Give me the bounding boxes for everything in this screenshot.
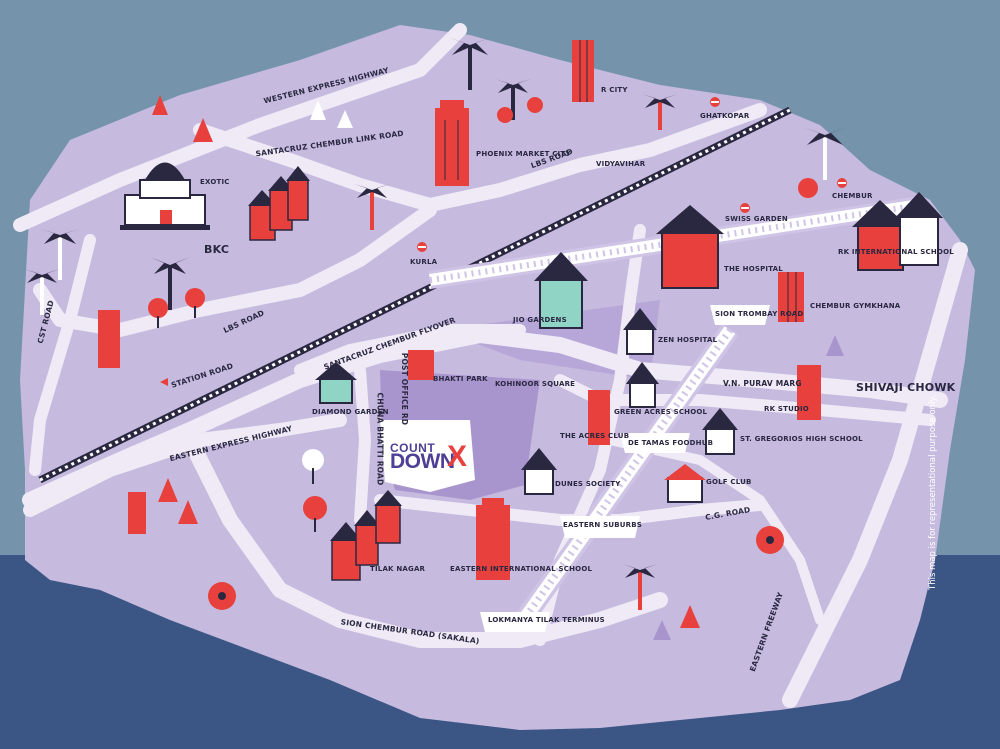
railway-monorail	[511, 324, 739, 631]
metro-marker-chembur[interactable]	[837, 178, 847, 188]
place-label-exotic[interactable]: Exotic	[200, 178, 230, 186]
place-label-kohinoor[interactable]: Kohinoor Square	[495, 380, 576, 388]
tree-icons	[148, 95, 844, 640]
label-plates	[380, 305, 770, 632]
road-vn-purav	[554, 374, 936, 426]
metro-marker-ghatkopar[interactable]	[710, 97, 720, 107]
road-flyover	[294, 324, 526, 376]
place-label-acres-club[interactable]: The Acres Club	[560, 432, 630, 440]
place-label-eastern-suburbs[interactable]: Eastern Suburbs	[563, 521, 642, 529]
place-label-shivaji-chowk[interactable]: Shivaji Chowk	[856, 381, 956, 394]
brand-x-mark: X	[447, 440, 468, 473]
place-label-rk-studio[interactable]: RK Studio	[764, 405, 809, 413]
metro-marker-swiss[interactable]	[740, 203, 750, 213]
place-label-chembur-gymkhana[interactable]: Chembur Gymkhana	[810, 302, 901, 310]
place-label-dunes-society[interactable]: Dunes Society	[555, 480, 621, 488]
road-diagonal-east	[605, 435, 825, 625]
map-disclaimer: This map is for representational purpose…	[928, 395, 938, 590]
place-label-sion-trombay[interactable]: Sion Trombay Road	[715, 310, 804, 318]
road-left-vertical	[29, 234, 96, 476]
place-label-jio-gardens[interactable]: Jio Gardens	[513, 316, 567, 324]
road-eastern-express	[23, 413, 347, 517]
place-label-tilak-nagar[interactable]: Tilak Nagar	[370, 565, 426, 573]
palm-tree-icons	[24, 37, 847, 610]
brand-down-text: DOWN	[390, 450, 455, 473]
road-network	[13, 23, 968, 708]
place-label-kurla[interactable]: Kurla	[410, 258, 438, 266]
place-label-green-acres[interactable]: Green Acres School	[614, 408, 708, 416]
bkc-building-icon	[120, 162, 210, 230]
railway-harbour-line	[38, 106, 792, 484]
road-lbs	[33, 203, 437, 337]
road-label-post-office: Post Office Rd	[400, 352, 410, 426]
road-sion-chembur	[182, 432, 668, 648]
place-label-bkc[interactable]: BKC	[204, 243, 230, 256]
place-label-golf-club[interactable]: Golf Club	[706, 478, 752, 486]
place-label-terminus[interactable]: Lokmanya Tilak Terminus	[488, 616, 605, 624]
road-label-vn-purav: V.N. Purav Marg	[723, 379, 802, 388]
road-label-chuna-bhatti: Chuna Bhatti Road	[375, 392, 385, 486]
location-marker-icon[interactable]	[160, 378, 168, 386]
place-label-ekt-school[interactable]: Eastern International School	[450, 565, 593, 573]
house-icons	[248, 166, 943, 581]
place-label-st-gregorios[interactable]: St. Gregorios High School	[740, 435, 863, 443]
place-label-de-tamas[interactable]: De Tamas Foodhub	[628, 439, 714, 447]
road-chembur-vertical	[354, 364, 371, 526]
place-label-rk-international[interactable]: RK International School	[838, 248, 954, 256]
place-label-ghatkopar[interactable]: Ghatkopar	[700, 112, 750, 120]
place-label-chembur[interactable]: Chembur	[832, 192, 873, 200]
road-eastern-freeway	[782, 242, 968, 708]
place-label-r-city[interactable]: R City	[601, 86, 628, 94]
place-label-the-hospital[interactable]: The Hospital	[724, 265, 783, 273]
metro-marker-kurla[interactable]	[417, 242, 427, 252]
place-label-diamond-garden[interactable]: Diamond Garden	[312, 408, 389, 416]
brand-count-text: COUNT	[390, 441, 436, 455]
place-label-zen-hospital[interactable]: Zen Hospital	[658, 336, 718, 344]
tower-buildings	[98, 40, 821, 580]
place-label-vidyavihar[interactable]: Vidyavihar	[596, 160, 646, 168]
place-label-bhakti-park[interactable]: Bhakti Park	[433, 375, 488, 383]
place-label-phoenix[interactable]: Phoenix Market City	[476, 150, 571, 158]
place-label-swiss-garden[interactable]: Swiss Garden	[725, 215, 788, 223]
road-santacruz-chembur-link	[193, 103, 767, 212]
road-western-express	[13, 23, 467, 232]
